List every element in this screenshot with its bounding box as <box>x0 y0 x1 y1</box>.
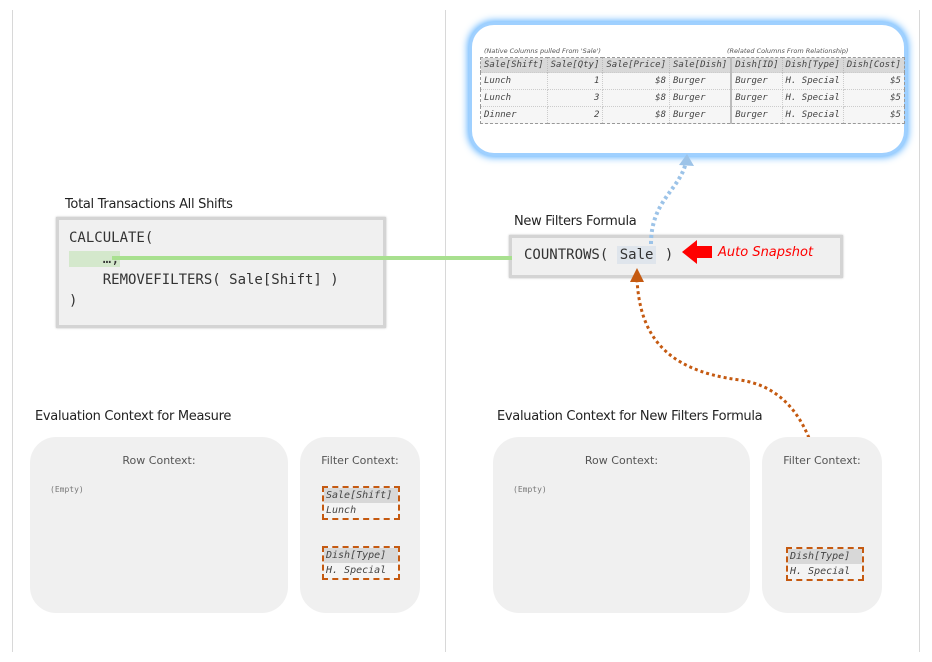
filter-chip: Dish[Type]H. Special <box>322 546 400 580</box>
table-cell: Burger <box>669 72 732 90</box>
filter-context-label: Filter Context: <box>321 454 399 467</box>
table-cell: $8 <box>602 89 670 107</box>
right-formula-title: New Filters Formula <box>514 214 637 229</box>
filter-context-panel: Filter Context: <box>300 437 420 613</box>
filter-chip: Dish[Type]H. Special <box>786 547 864 581</box>
eval-left-title: Evaluation Context for Measure <box>35 409 232 424</box>
table-cell: $5 <box>842 72 905 90</box>
row-context-label: Row Context: <box>584 454 659 467</box>
table-cell: H. Special <box>781 106 844 124</box>
column-header: Sale[Qty] <box>547 57 604 73</box>
filter-chip: Sale[Shift]Lunch <box>322 486 400 520</box>
table-cell: Dinner <box>480 106 548 124</box>
column-header: Dish[Cost] <box>843 57 905 73</box>
table-cell: Burger <box>730 106 783 124</box>
divider-left <box>12 10 13 652</box>
table-cell: Lunch <box>480 89 548 107</box>
filter-context-panel: Filter Context: <box>762 437 882 613</box>
code-line: REMOVEFILTERS( Sale[Shift] ) <box>69 272 339 288</box>
native-caption: (Native Columns pulled From 'Sale') <box>484 47 601 55</box>
right-formula-box: COUNTROWS( Sale ) <box>509 235 843 278</box>
table-cell: 1 <box>546 72 604 90</box>
row-context-label: Row Context: <box>122 454 196 467</box>
related-caption: (Related Columns From Relationship) <box>727 47 849 55</box>
filter-context-label: Filter Context: <box>783 454 861 467</box>
table-cell: Burger <box>669 106 732 124</box>
table-cell: Lunch <box>480 72 548 90</box>
row-context-value: (Empty) <box>50 485 84 494</box>
divider-right <box>919 10 920 652</box>
table-cell: Burger <box>730 72 783 90</box>
orange-dotted-arrow <box>635 279 826 545</box>
column-header: Sale[Dish] <box>669 57 732 73</box>
column-header: Sale[Price] <box>602 57 670 73</box>
table-cell: $8 <box>602 106 670 124</box>
column-header: Sale[Shift] <box>480 57 548 73</box>
table-cell: $5 <box>842 106 905 124</box>
code-text: ) <box>656 247 674 263</box>
row-context-panel: Row Context: (Empty) <box>30 437 288 613</box>
column-header: Dish[ID] <box>730 57 783 73</box>
row-context-panel: Row Context: (Empty) <box>493 437 750 613</box>
table-reference: Sale <box>616 246 657 264</box>
table-cell: 2 <box>546 106 604 124</box>
table-cell: $5 <box>842 89 905 107</box>
table-cell: H. Special <box>781 72 844 90</box>
snapshot-table: Sale[Shift]Sale[Qty]Sale[Price]Sale[Dish… <box>480 57 905 124</box>
code-text: COUNTROWS( <box>524 247 617 263</box>
blue-dotted-arrow <box>649 161 688 245</box>
row-context-value: (Empty) <box>513 485 547 494</box>
orange-arrowhead <box>630 268 644 282</box>
code-line: ) <box>69 293 78 309</box>
blue-arrowhead <box>679 154 694 166</box>
auto-snapshot-label: Auto Snapshot <box>718 245 814 260</box>
code-line-ellipsis: …, <box>69 251 120 267</box>
red-arrow-icon <box>682 240 712 264</box>
code-line: CALCULATE( <box>69 230 154 246</box>
column-header: Dish[Type] <box>782 57 844 73</box>
table-cell: Burger <box>669 89 732 107</box>
left-formula-box: CALCULATE( …, REMOVEFILTERS( Sale[Shift]… <box>56 217 386 328</box>
left-formula-title: Total Transactions All Shifts <box>65 197 233 212</box>
divider-middle <box>445 10 446 652</box>
table-cell: H. Special <box>781 89 844 107</box>
eval-right-title: Evaluation Context for New Filters Formu… <box>497 409 763 424</box>
